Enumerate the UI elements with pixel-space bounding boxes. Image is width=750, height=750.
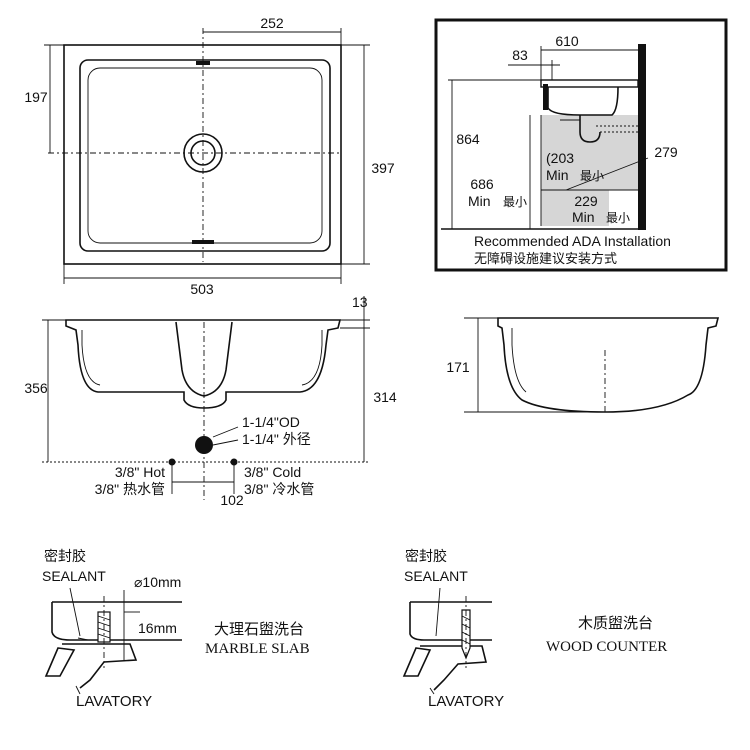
hot-supply-cn-label: 3/8" 热水管 — [95, 481, 165, 497]
dim-252-label: 252 — [260, 15, 284, 31]
marble-sealant-en: SEALANT — [42, 568, 106, 584]
dim-102-label: 102 — [220, 492, 244, 508]
marble-lavatory-label: LAVATORY — [76, 693, 152, 710]
counter-top — [540, 79, 639, 88]
basin-inner-outline — [87, 67, 323, 244]
dim-171-label: 171 — [446, 359, 470, 375]
dim-83-label: 83 — [512, 47, 528, 63]
lavatory-flange — [62, 643, 138, 689]
p-trap — [579, 115, 601, 143]
basin-outer-outline — [63, 44, 342, 265]
wood-lavatory-label: LAVATORY — [428, 693, 504, 710]
marble-slab-section — [51, 601, 182, 641]
ada-inset: 610 83 864 686 Min 最小 (203 Min 最小 279 22… — [434, 18, 728, 272]
dim-356-label: 356 — [24, 380, 48, 396]
wood-counter-detail: 密封胶 SEALANT LAVATORY 木质盥洗台 WOOD COUNTER — [402, 548, 667, 710]
dim-197-label: 197 — [24, 89, 48, 105]
ada-caption-en: Recommended ADA Installation — [474, 233, 671, 249]
wood-sealant-cn: 密封胶 — [405, 548, 447, 564]
basin-front-edge — [543, 84, 548, 110]
dim-314-label: 314 — [373, 389, 397, 405]
wood-counter-en: WOOD COUNTER — [546, 639, 667, 655]
drain-pipe-point — [195, 436, 213, 454]
dim-203-min: Min — [546, 167, 569, 183]
side-view: 171 — [446, 317, 720, 413]
leader-279 — [565, 157, 649, 191]
marble-slab-en: MARBLE SLAB — [205, 641, 310, 657]
dim-279-label: 279 — [654, 144, 678, 160]
drain-od-label: 1-1/4"OD — [242, 414, 300, 430]
dim-203-cn: 最小 — [580, 169, 604, 183]
marble-depth-label: 16mm — [138, 620, 177, 636]
dim-686-label: 686 — [470, 176, 494, 192]
drain-od-cn-label: 1-1/4" 外径 — [242, 431, 311, 447]
dim-229-label: 229 — [574, 193, 598, 209]
dim-203-label: (203 — [546, 150, 574, 166]
dim-397-label: 397 — [371, 160, 395, 176]
top-view: 252 197 397 503 — [24, 15, 395, 297]
marble-slab-cn: 大理石盥洗台 — [214, 621, 304, 638]
dim-864-label: 864 — [456, 131, 480, 147]
ada-caption-cn: 无障碍设施建议安装方式 — [474, 251, 617, 266]
hot-supply-label: 3/8" Hot — [115, 464, 165, 480]
marble-sealant-cn: 密封胶 — [44, 548, 86, 564]
basin-rim-outline — [79, 59, 331, 252]
knee-clearance-area — [541, 115, 638, 226]
dim-13-label: 13 — [352, 294, 368, 310]
wood-sealant-en: SEALANT — [404, 568, 468, 584]
basin-side-profile — [497, 317, 720, 413]
dim-686-cn: 最小 — [503, 195, 527, 209]
dim-610-label: 610 — [555, 33, 579, 49]
wood-counter-cn: 木质盥洗台 — [578, 615, 653, 632]
overflow-slot — [196, 61, 210, 65]
dim-229-cn: 最小 — [606, 211, 630, 225]
lavatory-flange-wood — [420, 645, 488, 691]
dim-229-min: Min — [572, 209, 595, 225]
dim-503-label: 503 — [190, 281, 214, 297]
cold-supply-label: 3/8" Cold — [244, 464, 301, 480]
marble-slab-detail: 密封胶 SEALANT ⌀10mm 16mm LAVATORY 大理石盥洗台 M… — [42, 548, 310, 710]
marble-diameter-label: ⌀10mm — [134, 574, 181, 590]
basin-front-profile — [65, 319, 342, 409]
wood-counter-section — [409, 601, 492, 641]
front-view: 356 314 13 1-1/4"OD 1-1/4" 外径 102 3/8" H… — [24, 294, 397, 508]
cold-supply-cn-label: 3/8" 冷水管 — [244, 481, 314, 497]
dim-686-min: Min — [468, 193, 491, 209]
wall — [638, 44, 646, 230]
